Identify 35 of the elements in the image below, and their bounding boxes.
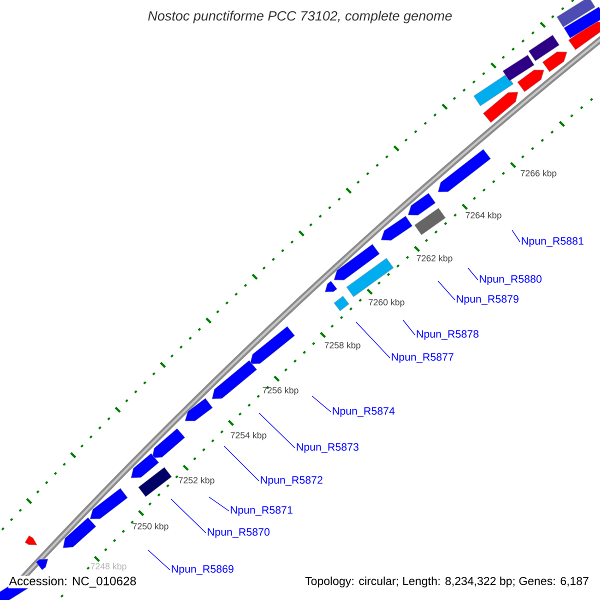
tick-label: 7266 kbp (520, 170, 556, 178)
leader-line (224, 446, 260, 482)
leader-line (312, 396, 332, 412)
tick-label: 7248 kbp (90, 562, 126, 572)
tick-label: 7254 kbp (230, 432, 266, 440)
tick-label: 7264 kbp (466, 212, 502, 220)
tick-label: 7260 kbp (368, 298, 404, 308)
tick-label: 7262 kbp (416, 254, 452, 264)
gene-label: Npun_R5879 (456, 295, 518, 305)
title: Nostoc punctiforme PCC 73102, complete genome (148, 10, 452, 24)
gene-label: Npun_R5871 (230, 506, 292, 516)
leader-line (468, 268, 478, 280)
leader-line (148, 550, 170, 570)
leader-line (512, 230, 520, 242)
leader-line (258, 412, 296, 448)
genome-info-label: Topology: circular; Length: 8,234,322 bp; Genes: 6,187 (304, 576, 590, 588)
gene-label: Npun_R5877 (392, 353, 454, 363)
gene-label: Npun_R5872 (260, 476, 322, 486)
tick-label: 7252 kbp (178, 476, 214, 486)
leader-line (208, 496, 230, 512)
leader-line (438, 280, 456, 300)
accession-label: Accession: NC_010628 (8, 576, 138, 588)
leader-line (402, 320, 416, 336)
gene-label: Npun_R5878 (416, 330, 478, 340)
tick-label: 7256 kbp (262, 386, 298, 396)
tick-label: 7250 kbp (132, 522, 168, 532)
gene-label: Npun_R5874 (332, 407, 395, 417)
gene-label: Npun_R5869 (172, 565, 234, 575)
leader-line (170, 498, 206, 534)
gene-label: Npun_R5880 (480, 275, 542, 285)
tick-label: 7258 kbp (324, 342, 360, 350)
gene-label: Npun_R5873 (296, 443, 358, 453)
gene-label: Npun_R5870 (208, 528, 270, 538)
gene-label: Npun_R5881 (522, 237, 584, 247)
leader-line (356, 322, 390, 358)
